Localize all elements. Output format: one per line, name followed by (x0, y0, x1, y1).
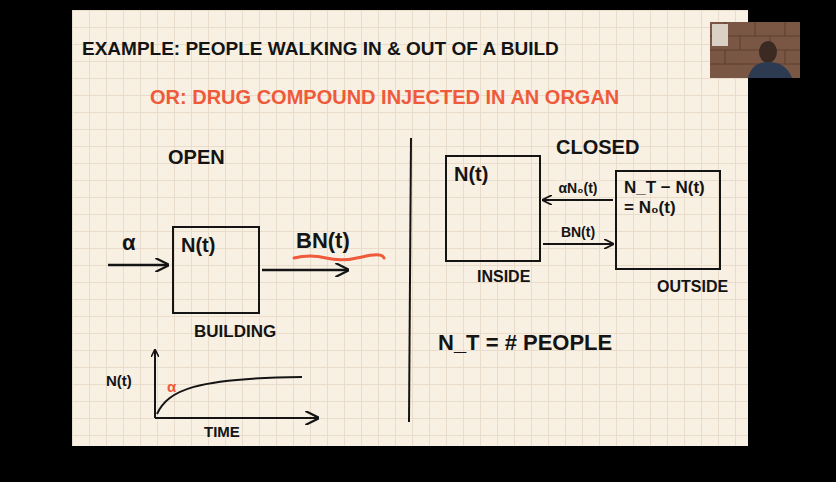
underline (294, 255, 384, 260)
node-caption: OUTSIDE (657, 278, 728, 296)
axis-label: N(t) (106, 372, 132, 389)
flow-arrow (543, 243, 613, 245)
growth-curve (157, 377, 302, 414)
node-text: N(t) (181, 234, 251, 257)
section-label: CLOSED (556, 136, 639, 159)
flow-label: BN(t) (559, 225, 597, 240)
slide-title: EXAMPLE: PEOPLE WALKING IN & OUT OF A BU… (82, 38, 559, 60)
webcam-inset (710, 22, 800, 78)
inside-box: N(t)INSIDE (445, 155, 541, 262)
section-label: OPEN (168, 146, 225, 169)
subtitle: OR: DRUG COMPOUND INJECTED IN AN ORGAN (150, 86, 619, 109)
inflow-arrow (108, 264, 168, 267)
node-caption: INSIDE (477, 268, 530, 286)
axis-label: TIME (204, 423, 240, 440)
outflow-label: BN(t) (296, 228, 350, 253)
node-text: N_T − N(t) = N₀(t) (624, 178, 712, 217)
outflow-arrow (262, 269, 348, 272)
inflow-label: α (122, 230, 136, 255)
outside-box: N_T − N(t) = N₀(t)OUTSIDE (615, 170, 721, 270)
divider-line (409, 138, 411, 422)
flow-arrow (543, 199, 613, 201)
x-axis (155, 417, 318, 419)
definition-note: N_T = # PEOPLE (438, 330, 612, 355)
flow-label: αN₀(t) (556, 181, 599, 196)
node-text: N(t) (454, 163, 532, 186)
y-axis (154, 350, 156, 418)
node-caption: BUILDING (194, 322, 276, 342)
building-box: N(t)BUILDING (172, 226, 260, 314)
slope-label: α (167, 378, 176, 395)
